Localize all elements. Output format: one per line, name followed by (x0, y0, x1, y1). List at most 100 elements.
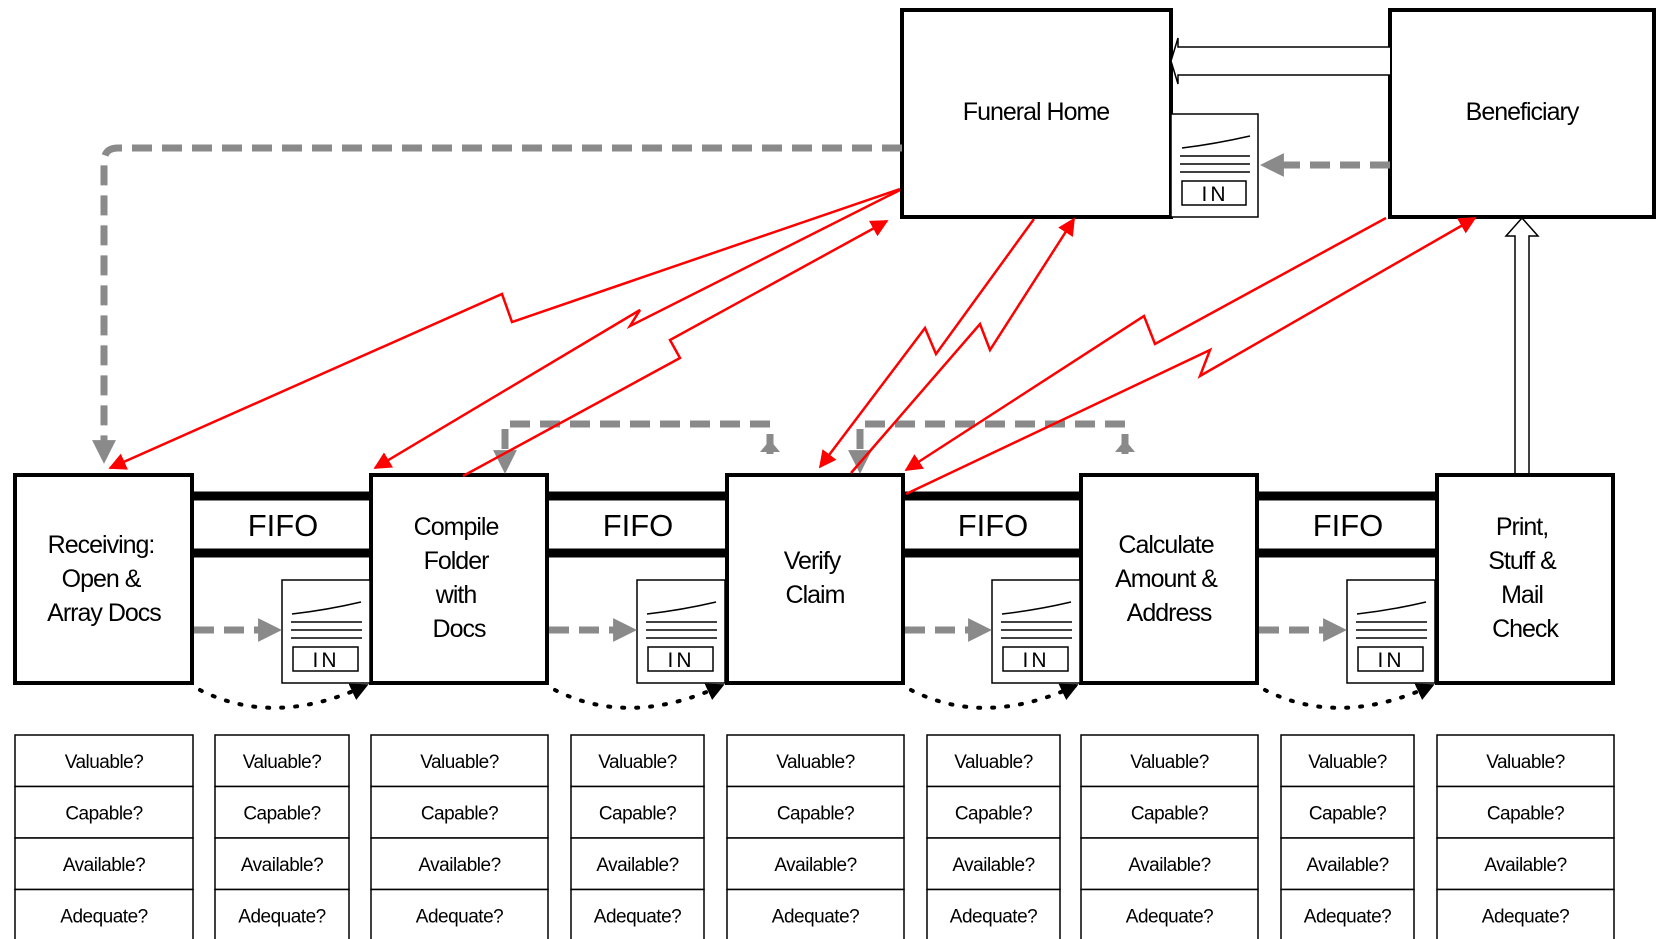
checklist-question: Adequate? (772, 906, 859, 927)
svg-text:Receiving: Open &: Receiving: Open & Array Docs (47, 531, 161, 627)
checklist-cell (14, 734, 194, 788)
feedback-arrow-calculate-to-verify (848, 420, 1129, 474)
inbox-1: IN (281, 579, 371, 684)
process-calculate-line: Amount & (1115, 565, 1218, 593)
electronic-flow-compile-to-funeral-home (462, 219, 889, 478)
checklist-cell (726, 734, 905, 788)
electronic-flow-beneficiary-to-verify (904, 216, 1387, 472)
checklist-cell (1436, 785, 1615, 839)
checklist-question: Capable? (1309, 803, 1386, 824)
inbox-4: IN (1346, 579, 1436, 684)
pull-arrow-1 (198, 683, 369, 710)
checklist-question: Available? (1306, 855, 1388, 876)
checklist-column: Valuable?Capable?Available?Adequate? (1080, 734, 1259, 939)
checklist-question: Available? (1128, 855, 1210, 876)
checklist-question: Valuable? (420, 752, 499, 773)
checklist-question: Adequate? (950, 906, 1037, 927)
process-compile-line: with (435, 581, 477, 609)
checklist-cell (214, 837, 350, 891)
checklist-question: Valuable? (1130, 752, 1209, 773)
checklist-question: Valuable? (954, 752, 1033, 773)
checklist-question: Adequate? (60, 906, 147, 927)
checklist-cell (214, 888, 350, 939)
fifo-label: FIFO (1313, 508, 1384, 543)
process-verify-line: Claim (786, 581, 845, 609)
process-verify: Verify Claim (725, 473, 905, 685)
electronic-flow-verify-to-funeral-home (850, 217, 1076, 474)
process-receiving-line: Array Docs (47, 599, 161, 627)
checklist-question: Valuable? (776, 752, 855, 773)
checklist-question: Adequate? (1126, 906, 1213, 927)
checklist-cell (1080, 888, 1259, 939)
process-compile: Compile Folder with Docs (369, 473, 549, 685)
funeral-home-label: Funeral Home (963, 98, 1109, 126)
fifo-label: FIFO (958, 508, 1029, 543)
electronic-flow-funeral-home-to-verify (818, 218, 1036, 469)
checklist-question: Valuable? (598, 752, 677, 773)
feedback-arrow-head (1115, 440, 1135, 452)
fifo-lane-1: FIFO (192, 491, 371, 558)
inbox-label: IN (1202, 183, 1229, 206)
checklist-cell (1280, 785, 1415, 839)
checklist-question: Adequate? (238, 906, 325, 927)
process-print-line: Check (1492, 615, 1559, 643)
checklist-question: Adequate? (1304, 906, 1391, 927)
checklist-column: Valuable?Capable?Available?Adequate? (570, 734, 705, 939)
checklist-question: Available? (774, 855, 856, 876)
checklist-cell (570, 734, 705, 788)
funeral-home-box: Funeral Home (900, 8, 1173, 219)
process-compile-line: Compile (414, 513, 499, 541)
checklist-cell (726, 837, 905, 891)
shipment-arrow-to-funeral-home (1170, 37, 1390, 85)
checklist-cell (926, 785, 1061, 839)
checklist-cell (726, 888, 905, 939)
checklist-cell (570, 837, 705, 891)
checklist-cell (214, 785, 350, 839)
checklist-column: Valuable?Capable?Available?Adequate? (214, 734, 350, 939)
svg-text:Calculate Amount &: Calculate Amount & Address (1115, 531, 1223, 627)
checklist-cell (1436, 888, 1615, 939)
checklist-question: Available? (418, 855, 500, 876)
process-calculate: Calculate Amount & Address (1079, 473, 1259, 685)
checklist-question: Available? (596, 855, 678, 876)
checklist-cell (14, 888, 194, 939)
checklist-question: Valuable? (1308, 752, 1387, 773)
checklist-column: Valuable? Capable? Available? Adequate? (926, 734, 1061, 939)
checklist-cell (370, 734, 549, 788)
checklist-question: Adequate? (1482, 906, 1569, 927)
process-receiving-line: Receiving: (48, 531, 155, 559)
checklist-question: Capable? (599, 803, 676, 824)
beneficiary-label: Beneficiary (1466, 98, 1580, 126)
checklist-question: Available? (241, 855, 323, 876)
inbox-funeral-home: IN (1170, 113, 1259, 218)
checklist-question: Available? (952, 855, 1034, 876)
push-arrow-funeral-home-to-receiving (92, 144, 902, 464)
checklist-question: Valuable? (1486, 752, 1565, 773)
process-compile-line: Folder (424, 547, 490, 575)
checklist-question: Capable? (955, 803, 1032, 824)
checklist-question: Capable? (65, 803, 142, 824)
fifo-lane-3: FIFO (903, 491, 1081, 558)
checklist-question: Valuable? (65, 752, 144, 773)
pull-arrow-2 (553, 683, 725, 710)
beneficiary-box: Beneficiary (1388, 8, 1656, 219)
inbox-3: IN (991, 579, 1081, 684)
checklist-column: Valuable?Capable?Available?Adequate? (1436, 734, 1615, 939)
process-compile-line: Docs (433, 615, 486, 643)
checklist-cell (1280, 837, 1415, 891)
checklist-column: Valuable? Capable? Available? Adequate? (1280, 734, 1415, 939)
process-calculate-line: Calculate (1118, 531, 1213, 559)
checklist-column: Valuable?Capable?Available?Adequate? (370, 734, 549, 939)
process-print-line: Print, (1496, 513, 1548, 541)
checklist-question: Capable? (1487, 803, 1564, 824)
process-print-line: Mail (1501, 581, 1543, 609)
inbox-2: IN (636, 579, 726, 684)
process-receiving-line: Open & (62, 565, 142, 593)
electronic-flow-verify-to-beneficiary (905, 216, 1477, 496)
checklist-cell (1080, 785, 1259, 839)
checklist-cell (370, 785, 549, 839)
fifo-label: FIFO (603, 508, 674, 543)
process-calculate-line: Address (1127, 599, 1212, 627)
checklist-question: Adequate? (416, 906, 503, 927)
